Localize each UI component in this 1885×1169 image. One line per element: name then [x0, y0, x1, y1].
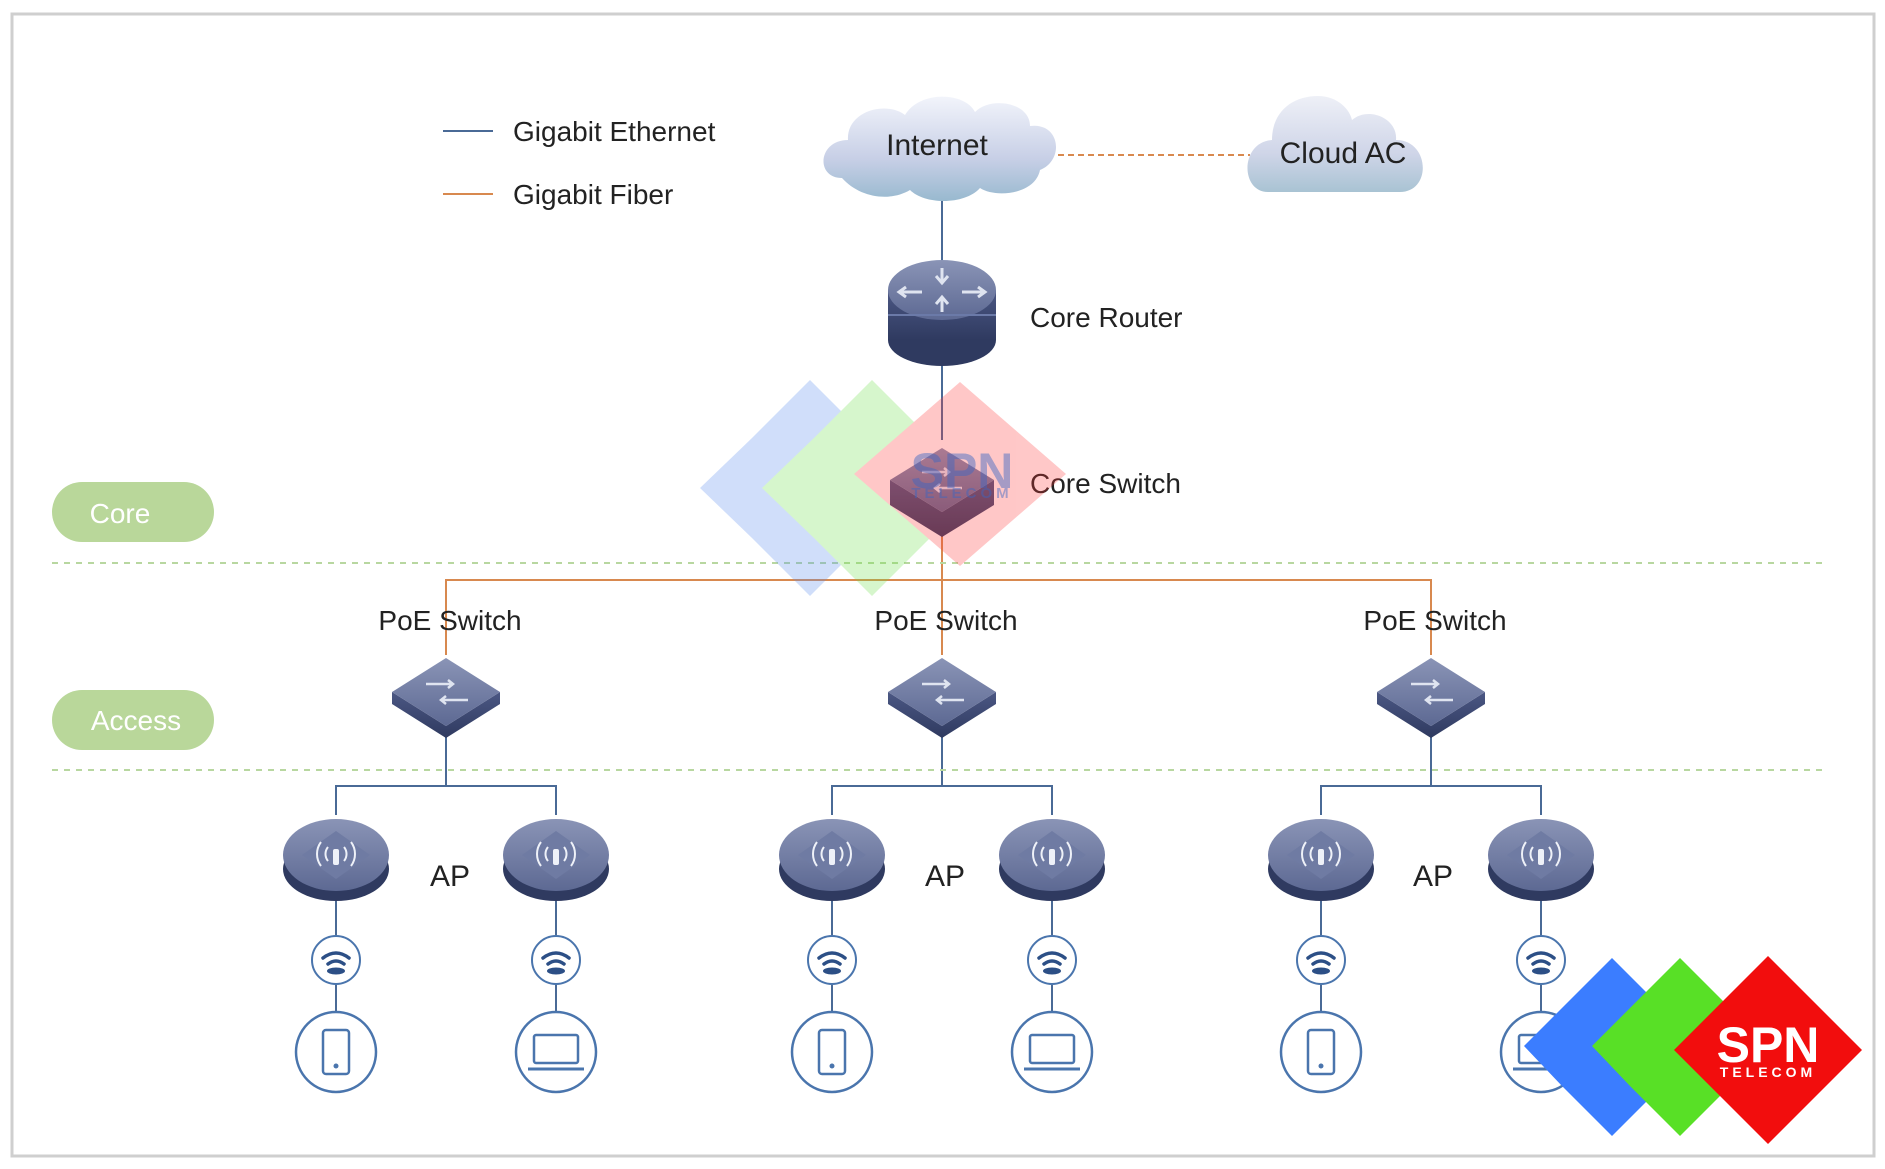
link-fiber-core-poe-right — [942, 579, 1432, 655]
wifi-icon — [311, 935, 361, 985]
poe-switch-label: PoE Switch — [378, 605, 521, 636]
poe-switch-icon — [392, 658, 500, 738]
ap-group-3-label: AP — [1413, 860, 1453, 893]
watermark-center — [700, 380, 1066, 596]
ap-group-2-label: AP — [925, 860, 965, 893]
watermark-center-sub: TELECOM — [911, 485, 1012, 502]
watermark-center-text: SPN TELECOM — [911, 443, 1014, 502]
link-poe2-ap2 — [942, 785, 1053, 815]
router-icon — [888, 260, 996, 366]
poe-switch-3: PoE Switch — [1363, 605, 1507, 738]
core-router: Core Router — [888, 260, 1183, 366]
access-point-icon — [283, 819, 389, 901]
wifi-icon — [531, 935, 581, 985]
poe-switch-1: PoE Switch — [378, 605, 522, 738]
access-layer-badge: Access — [52, 690, 214, 750]
poe-switch-icon — [1377, 658, 1485, 738]
internet-label: Internet — [886, 129, 988, 162]
cloud-ac-label: Cloud AC — [1280, 137, 1407, 170]
logo-sub: TELECOM — [1720, 1064, 1816, 1080]
access-point-icon — [1268, 819, 1374, 901]
core-layer-badge: Core — [52, 482, 214, 542]
watermark-chevron-blue — [700, 380, 868, 596]
logo-chevron-green — [1592, 958, 1730, 1136]
logo-name: SPN — [1717, 1017, 1820, 1073]
link-poe1-ap2 — [446, 785, 557, 815]
logo-diamond-red — [1674, 956, 1862, 1144]
access-point-icon — [503, 819, 609, 901]
core-router-label: Core Router — [1030, 302, 1183, 333]
ap-client-links — [335, 895, 1542, 1012]
access-point-icon — [779, 819, 885, 901]
cloud-icon — [823, 96, 1057, 202]
tablet-icon — [790, 1010, 874, 1094]
wifi-icon — [1027, 935, 1077, 985]
links — [335, 154, 1542, 1012]
watermark-chevron-green — [762, 380, 930, 596]
link-fiber-core-poe — [445, 535, 943, 655]
client-devices — [294, 1010, 1583, 1094]
legend-ethernet-label: Gigabit Ethernet — [513, 116, 716, 147]
ap-group-1-label: AP — [430, 860, 470, 893]
wifi-signals — [311, 935, 1566, 985]
link-poe2-aps — [831, 735, 943, 815]
link-poe1-aps — [335, 735, 447, 815]
link-poe3-aps — [1320, 735, 1432, 815]
poe-switch-2: PoE Switch — [874, 605, 1018, 738]
tablet-icon — [294, 1010, 378, 1094]
wifi-icon — [1296, 935, 1346, 985]
watermark-center-name: SPN — [911, 443, 1014, 499]
legend: Gigabit Ethernet Gigabit Fiber — [443, 116, 716, 210]
access-point-icon — [999, 819, 1105, 901]
link-poe3-ap2 — [1431, 785, 1542, 815]
diagram-frame — [10, 12, 1876, 1158]
cloud-ac: Cloud AC — [1247, 96, 1423, 192]
core-switch-icon — [890, 448, 994, 537]
wifi-icon — [807, 935, 857, 985]
poe-switch-label: PoE Switch — [874, 605, 1017, 636]
access-layer-label: Access — [91, 705, 181, 736]
internet-cloud: Internet — [823, 96, 1057, 202]
core-switch: Core Switch — [890, 448, 1181, 537]
laptop-icon — [1010, 1010, 1094, 1094]
spn-telecom-logo: SPN TELECOM — [1524, 956, 1862, 1144]
legend-fiber-label: Gigabit Fiber — [513, 179, 673, 210]
access-points: AP AP AP — [283, 819, 1594, 901]
cloud-ac-icon — [1247, 96, 1423, 192]
tablet-icon — [1279, 1010, 1363, 1094]
access-point-icon — [1488, 819, 1594, 901]
laptop-icon — [514, 1010, 598, 1094]
watermark-diamond-red — [854, 382, 1066, 566]
core-switch-label: Core Switch — [1030, 468, 1181, 499]
poe-switch-icon — [888, 658, 996, 738]
wifi-icon — [1516, 935, 1566, 985]
core-layer-label: Core — [90, 498, 151, 529]
poe-switch-label: PoE Switch — [1363, 605, 1506, 636]
